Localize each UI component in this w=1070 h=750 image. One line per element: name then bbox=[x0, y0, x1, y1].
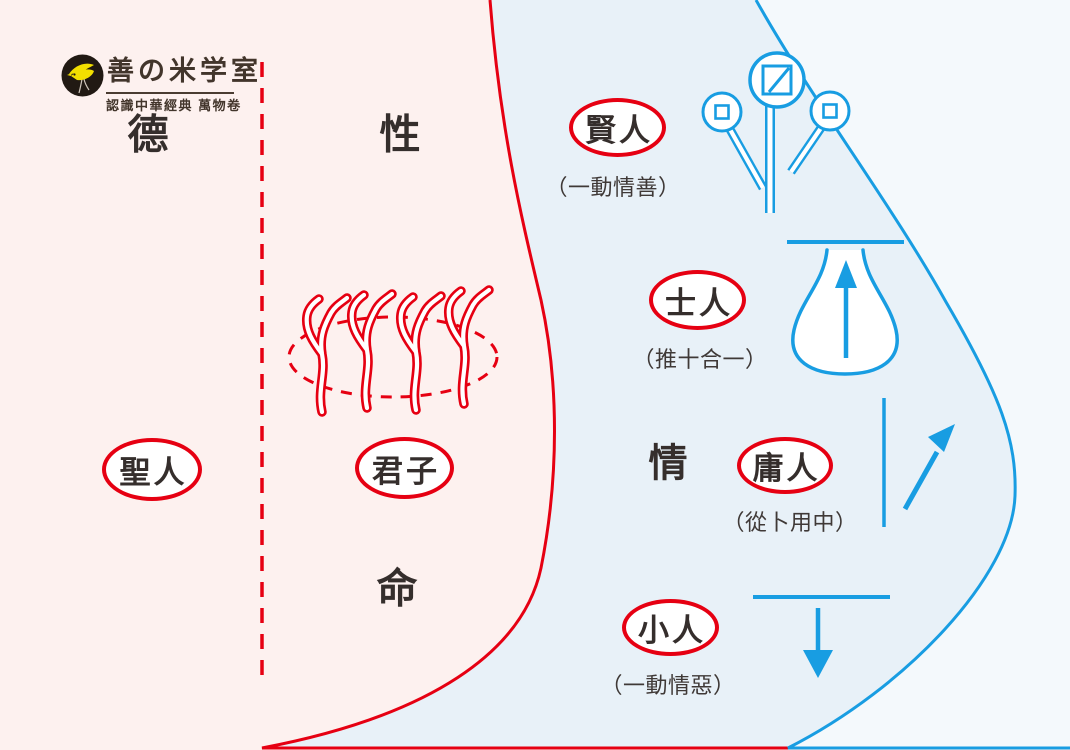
logo-title: 善の米学室 bbox=[107, 56, 262, 86]
logo-underline bbox=[106, 92, 234, 94]
yongren-note: （從卜用中） bbox=[722, 510, 858, 535]
xianren-note: （一動情善） bbox=[545, 175, 681, 200]
sprout-icon bbox=[395, 291, 446, 415]
sprout-icon bbox=[346, 289, 397, 413]
logo-bird-icon bbox=[61, 54, 104, 97]
logo-subtitle: 認識中華經典 萬物卷 bbox=[106, 98, 242, 113]
xiaoren-label: 小人 bbox=[638, 613, 706, 648]
xiaoren-note: （一動情惡） bbox=[600, 673, 736, 698]
rising-drop-icon bbox=[787, 240, 904, 376]
red-boundary-curve bbox=[261, 0, 1070, 750]
sprout-icon bbox=[301, 293, 352, 417]
shengren-badge: 聖人 bbox=[102, 438, 202, 501]
dashed-ellipse bbox=[287, 315, 499, 399]
xiaoren-badge: 小人 bbox=[622, 599, 719, 656]
sprout-icon bbox=[443, 285, 494, 409]
label-virtue: 德 bbox=[127, 111, 169, 158]
yongren-badge: 庸人 bbox=[737, 437, 833, 494]
shengren-label: 聖人 bbox=[119, 455, 188, 490]
xianren-label: 賢人 bbox=[585, 113, 653, 148]
junzi-badge: 君子 bbox=[355, 437, 454, 499]
blue-region bbox=[262, 0, 1070, 748]
shiren-note: （推十合一） bbox=[632, 347, 768, 372]
up-right-arrow-icon bbox=[882, 398, 955, 527]
shiren-label: 士人 bbox=[665, 285, 733, 321]
label-emotion: 情 bbox=[648, 442, 688, 486]
down-arrow-icon bbox=[753, 595, 890, 678]
blue-boundary-curve bbox=[754, 0, 1070, 750]
junzi-label: 君子 bbox=[372, 453, 440, 489]
yongren-label: 庸人 bbox=[752, 451, 821, 486]
shiren-badge: 士人 bbox=[649, 270, 746, 330]
budding-plant-icon bbox=[701, 51, 851, 213]
label-nature: 性 bbox=[379, 111, 421, 158]
xianren-badge: 賢人 bbox=[569, 98, 666, 157]
outer-blue-region bbox=[756, 0, 1070, 748]
label-fate: 命 bbox=[376, 565, 418, 612]
sprouts-icon bbox=[287, 285, 499, 417]
